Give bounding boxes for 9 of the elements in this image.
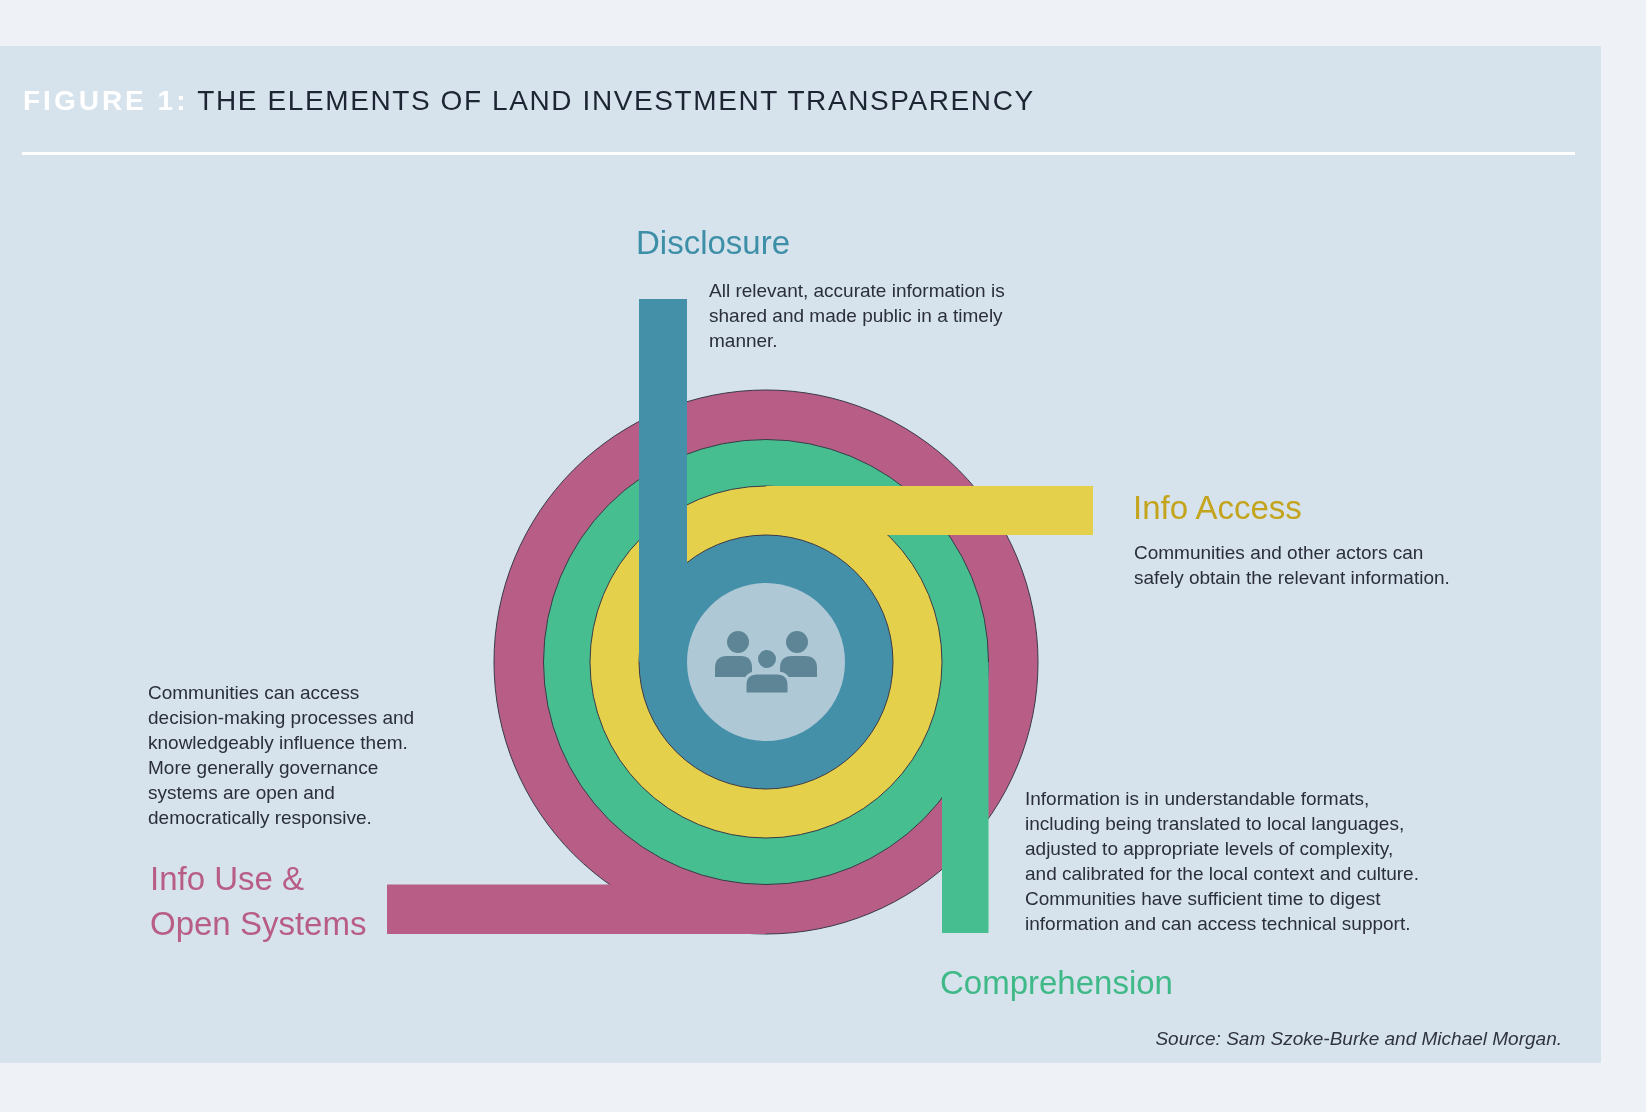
description-text: Communities and other actors can safely obtain the relevant information.	[1134, 541, 1451, 590]
section-heading: Comprehension	[940, 963, 1173, 1003]
section-heading: Info Use & Open Systems	[150, 859, 368, 944]
description-text: Communities can access decision-making processes and knowledgeably influence them. More generally governance systems are open and democratically responsive.	[148, 681, 416, 830]
description-text: Information is in understandable formats, including being translated to local languages, adjusted to appropriate levels of complexity, and calibrated for the local context and culture. Communities have sufficient time to digest information and can access technical support.	[1025, 787, 1420, 936]
section-heading: Info Access	[1133, 488, 1302, 528]
section-heading: Disclosure	[636, 223, 791, 263]
description-text: All relevant, accurate information is shared and made public in a timely manner.	[709, 279, 1006, 353]
source-caption: Source: Sam Szoke-Burke and Michael Morgan.	[1155, 1027, 1562, 1051]
